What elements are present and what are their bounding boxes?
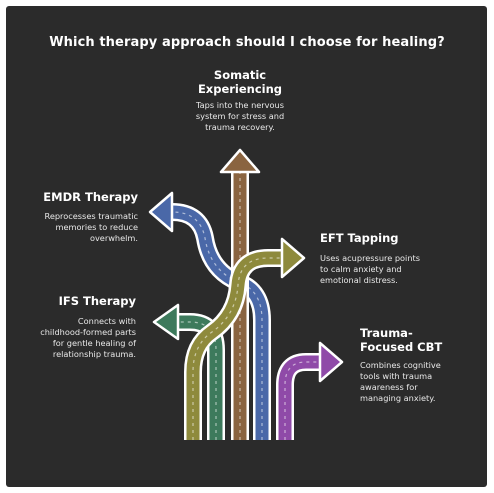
emdr-arrow-dashes [168, 211, 263, 440]
tfcbt-arrowhead-icon [318, 341, 344, 383]
eft-arrowhead-icon [280, 237, 306, 279]
somatic-description: Taps into the nervous system for stress … [195, 100, 285, 132]
tfcbt-description: Combines cognitive tools with trauma awa… [360, 360, 441, 403]
emdr-arrowhead-icon [148, 191, 174, 233]
eft-heading: EFT Tapping [320, 231, 399, 245]
eft-arrow-dashes [192, 257, 284, 440]
somatic-arrowhead-icon [219, 148, 261, 174]
emdr-heading: EMDR Therapy [43, 190, 138, 204]
eft-description: Uses acupressure points to calm anxiety … [320, 253, 420, 285]
emdr-description: Reprocesses traumatic memories to reduce… [44, 211, 139, 243]
tfcbt-arrow-path [278, 355, 322, 440]
ifs-heading: IFS Therapy [58, 294, 136, 308]
somatic-heading: Somatic Experiencing [197, 68, 283, 96]
ifs-arrowhead-icon [152, 303, 180, 341]
tfcbt-heading: Trauma-Focused CBT [360, 326, 443, 354]
diagram-title: Which therapy approach should I choose f… [49, 35, 445, 50]
ifs-description: Connects with childhood-formed parts for… [40, 316, 136, 359]
